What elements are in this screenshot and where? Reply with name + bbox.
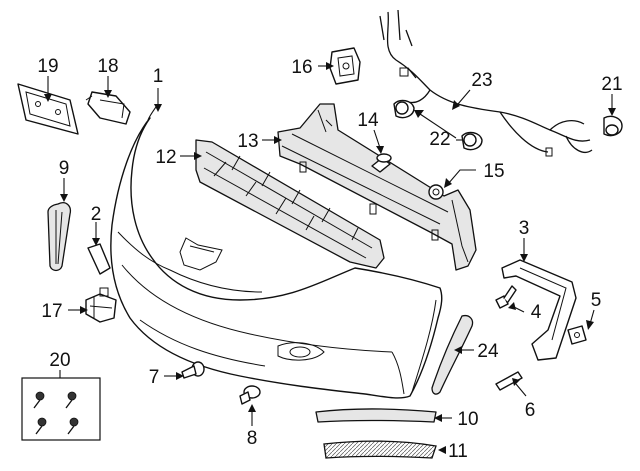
- callout-10: 10: [457, 409, 478, 430]
- fastener-icon: [33, 391, 79, 435]
- callout-17: 17: [41, 301, 62, 322]
- callout-4: 4: [531, 302, 542, 323]
- lower-grille: [323, 440, 437, 459]
- nut-15: [428, 184, 444, 200]
- lower-trim-strip: [315, 408, 437, 423]
- callout-6: 6: [525, 400, 536, 421]
- callout-7: 7: [149, 367, 160, 388]
- license-bracket: [17, 83, 79, 135]
- callout-8: 8: [247, 428, 258, 449]
- leader-lines: [44, 62, 616, 454]
- bolt-14: [371, 153, 392, 173]
- callout-9: 9: [59, 158, 70, 179]
- clip-5: [567, 325, 587, 345]
- push-pin-6: [495, 371, 523, 391]
- energy-absorber: [195, 139, 385, 269]
- callout-1: 1: [153, 66, 164, 87]
- side-reflector: [87, 243, 111, 275]
- callout-24: 24: [477, 341, 499, 362]
- callout-19: 19: [37, 56, 58, 77]
- parking-sensor-22: [393, 99, 483, 151]
- side-bracket: [501, 259, 577, 361]
- screw-7: [181, 361, 205, 379]
- callout-21: 21: [601, 74, 622, 95]
- callout-23: 23: [471, 70, 492, 91]
- callout-labels: 1 2 3 4 5 6 7 8 9 10 11 12 13 14 15 16 1…: [37, 56, 622, 462]
- callout-15: 15: [483, 161, 504, 182]
- bolt-4: [495, 285, 517, 309]
- chrome-strip: [47, 202, 72, 272]
- callout-14: 14: [357, 110, 379, 131]
- mounting-bracket: [329, 47, 361, 85]
- parking-sensor-21: [603, 115, 623, 137]
- callout-11: 11: [448, 441, 468, 462]
- bumper-cover: [110, 117, 443, 399]
- screw-8: [239, 385, 261, 405]
- control-module: [85, 91, 131, 125]
- callout-2: 2: [91, 204, 102, 225]
- fastener-kit: [21, 377, 101, 441]
- callout-13: 13: [237, 131, 258, 152]
- callout-18: 18: [97, 56, 118, 77]
- callout-5: 5: [591, 290, 602, 311]
- wiring-harness: [379, 9, 593, 157]
- camera-bracket: [85, 287, 117, 323]
- callout-3: 3: [519, 218, 530, 239]
- impact-bar: [277, 103, 477, 271]
- callout-22: 22: [429, 129, 450, 150]
- wheel-arch-trim: [431, 314, 474, 395]
- callout-16: 16: [291, 57, 312, 78]
- callout-20: 20: [49, 350, 70, 371]
- callout-12: 12: [155, 147, 176, 168]
